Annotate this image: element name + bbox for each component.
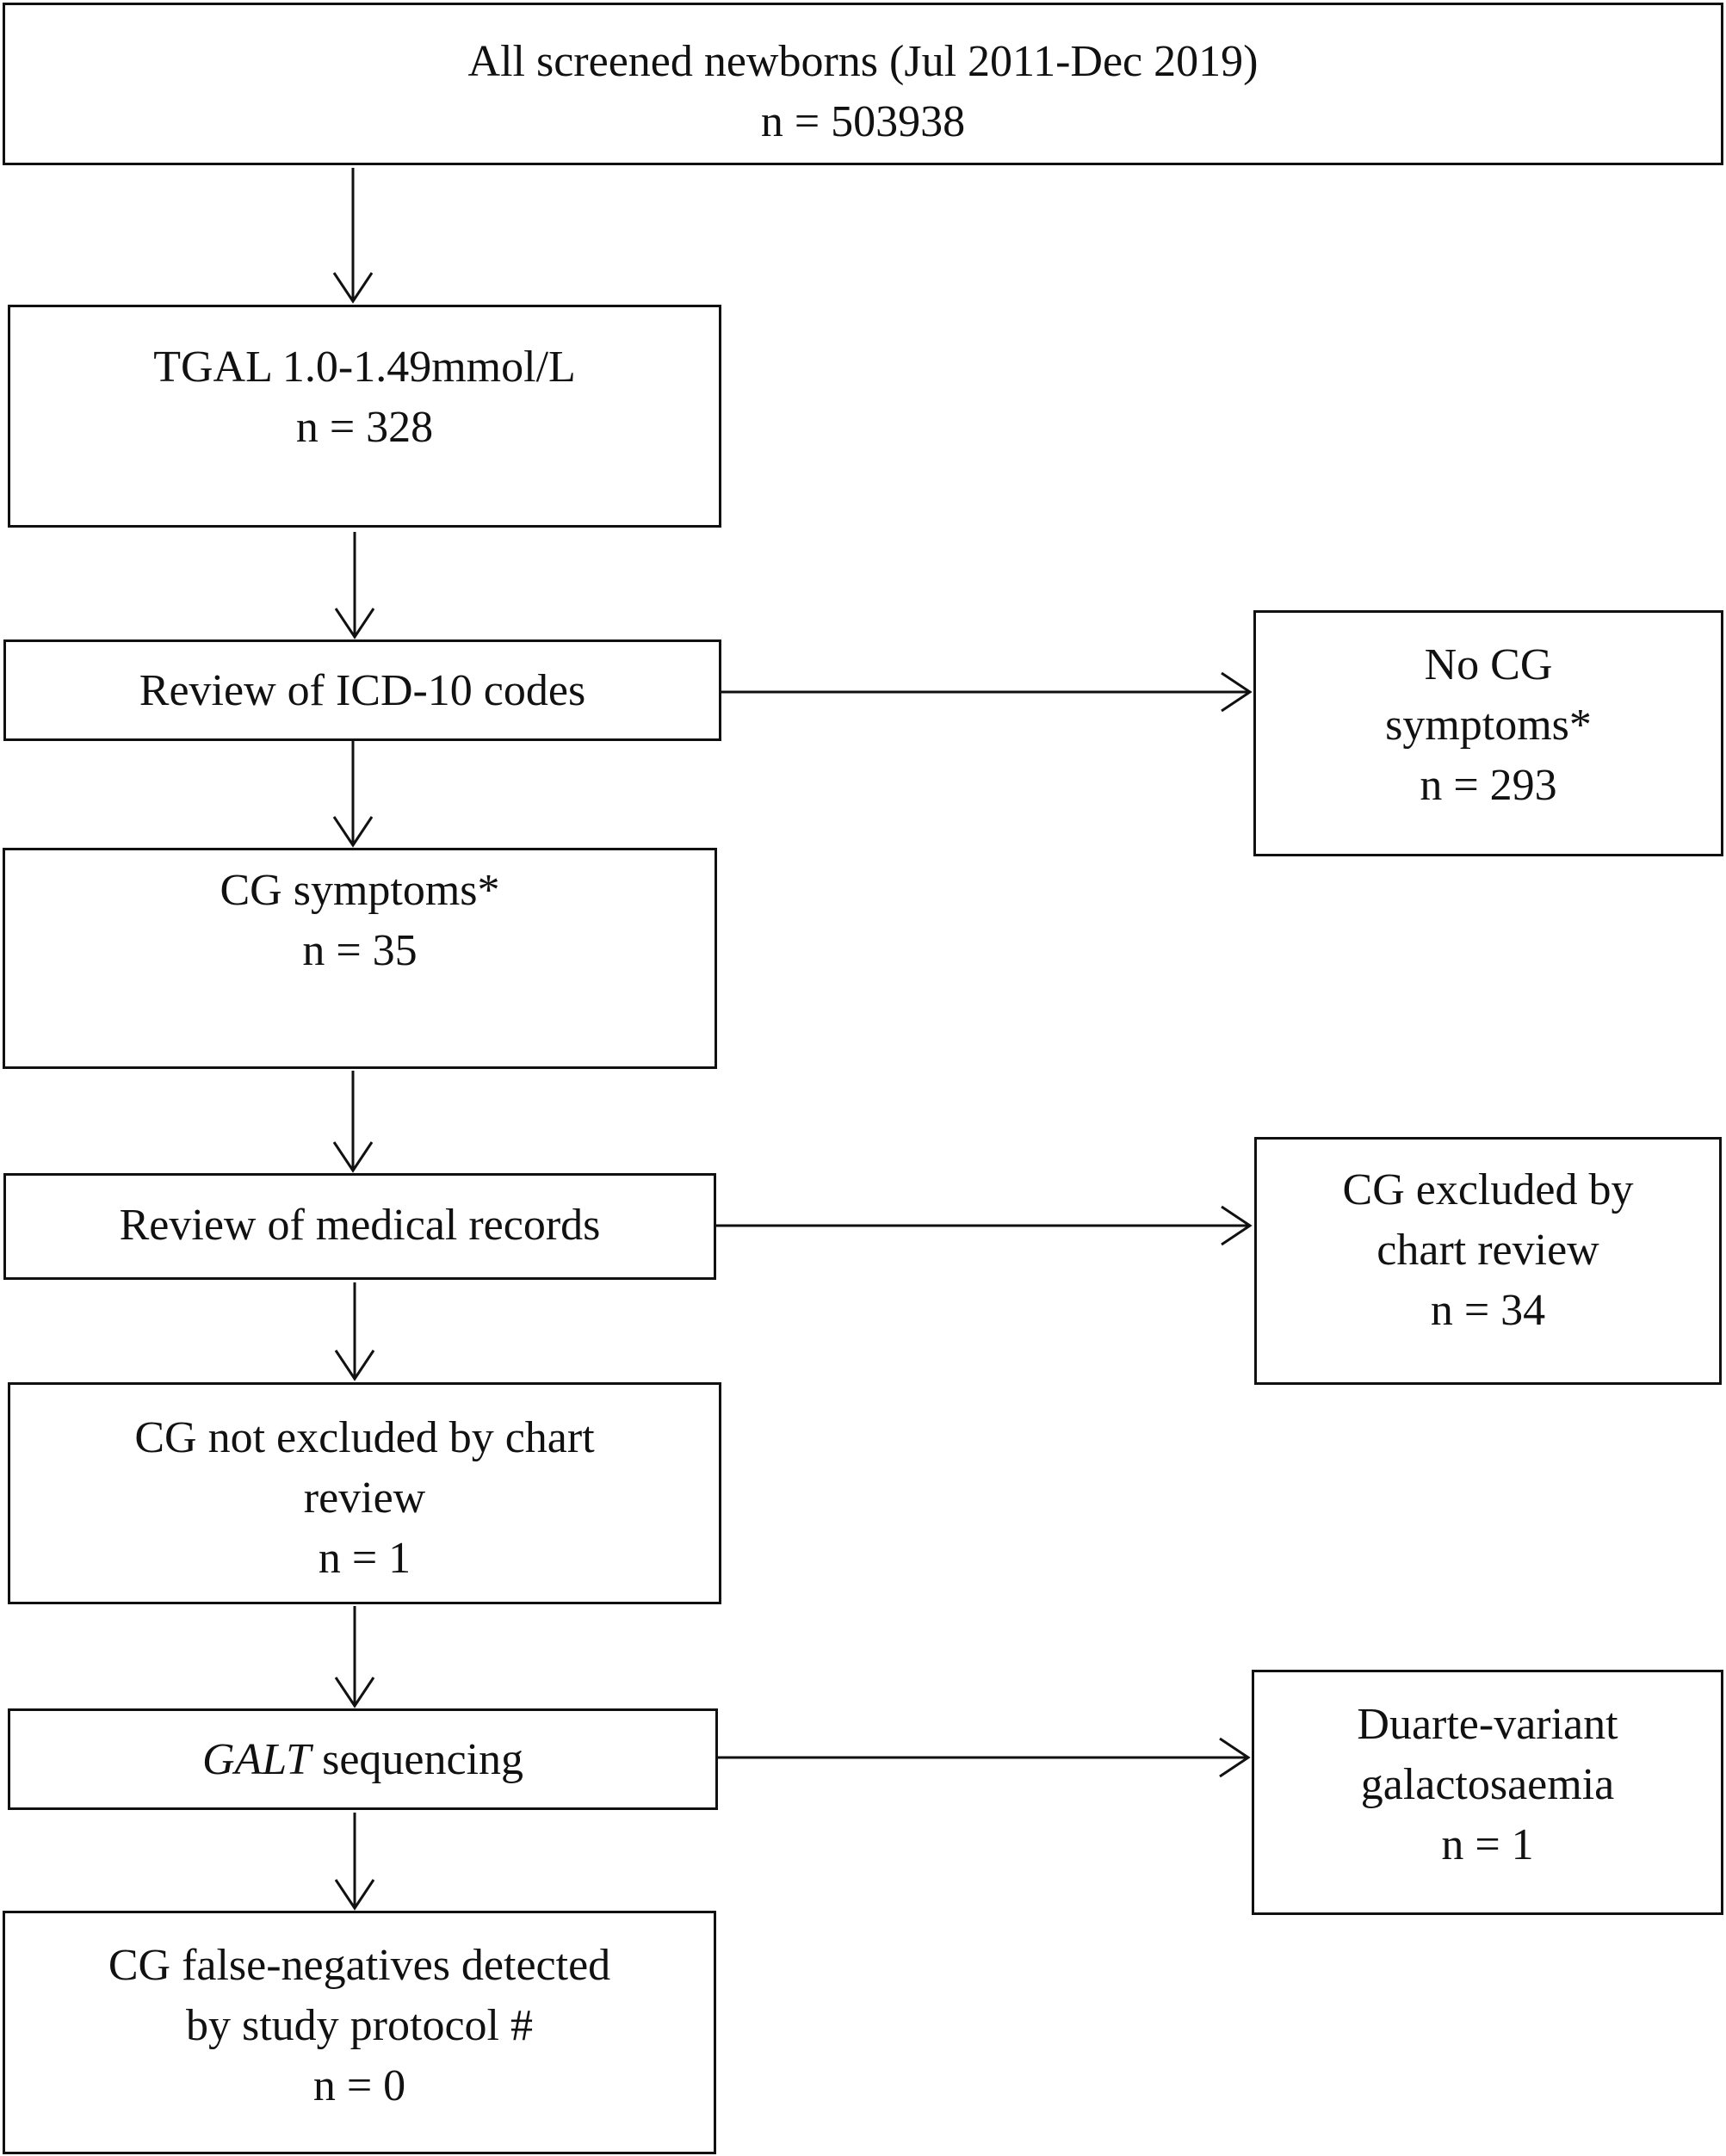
node-text: CG not excluded by chart (134, 1413, 595, 1462)
node-tgal: TGAL 1.0-1.49mmol/L n = 328 (8, 305, 721, 528)
node-text: CG false-negatives detected (108, 1941, 611, 1990)
node-text: review (303, 1473, 426, 1523)
arrow-icd-to-cg-symptoms (332, 741, 374, 848)
arrow-galt-to-duarte (718, 1737, 1251, 1778)
node-count: n = 503938 (760, 97, 966, 146)
node-text: Review of ICD-10 codes (139, 666, 586, 715)
node-text: TGAL 1.0-1.49mmol/L (153, 343, 576, 392)
node-count: n = 293 (1420, 761, 1557, 810)
node-all-screened: All screened newborns (Jul 2011-Dec 2019… (3, 3, 1723, 165)
node-count: n = 34 (1430, 1286, 1546, 1335)
node-count: n = 1 (318, 1534, 411, 1583)
node-text: All screened newborns (Jul 2011-Dec 2019… (467, 37, 1259, 86)
node-galt-sequencing: GALT sequencing (8, 1708, 718, 1810)
node-text: CG symptoms* (220, 866, 500, 915)
arrow-icd-to-no-cg (721, 671, 1253, 713)
node-count: n = 328 (295, 403, 434, 452)
arrow-medical-to-excluded (716, 1205, 1253, 1246)
arrow-galt-to-false-neg (334, 1813, 375, 1911)
node-text: GALT sequencing (202, 1730, 523, 1790)
node-text: by study protocol # (186, 2001, 533, 2050)
node-review-icd: Review of ICD-10 codes (3, 639, 721, 741)
node-text: symptoms* (1385, 701, 1592, 750)
node-no-cg-symptoms: No CG symptoms* n = 293 (1253, 610, 1723, 856)
node-count: n = 0 (312, 2061, 406, 2110)
arrow-all-to-tgal (332, 168, 374, 304)
arrow-cg-symptoms-to-medical (332, 1071, 374, 1173)
node-false-negatives: CG false-negatives detected by study pro… (3, 1911, 716, 2154)
node-text: chart review (1376, 1226, 1599, 1275)
node-text: No CG (1424, 640, 1553, 689)
node-count: n = 35 (302, 926, 418, 975)
arrow-medical-to-not-excluded (334, 1282, 375, 1381)
node-review-medical: Review of medical records (3, 1173, 716, 1280)
arrow-not-excluded-to-galt (334, 1606, 375, 1708)
arrow-tgal-to-icd (334, 532, 375, 639)
node-duarte-variant: Duarte-variant galactosaemia n = 1 (1252, 1670, 1723, 1915)
node-cg-excluded: CG excluded by chart review n = 34 (1254, 1137, 1722, 1385)
node-cg-not-excluded: CG not excluded by chart review n = 1 (8, 1382, 721, 1604)
node-text: Review of medical records (119, 1201, 601, 1250)
gene-name: GALT (201, 1735, 312, 1784)
node-text: CG excluded by (1342, 1165, 1634, 1214)
node-cg-symptoms: CG symptoms* n = 35 (3, 848, 717, 1069)
node-text-rest: sequencing (311, 1735, 524, 1784)
node-count: n = 1 (1441, 1820, 1534, 1869)
node-text: Duarte-variant (1357, 1700, 1618, 1749)
node-text: galactosaemia (1360, 1760, 1615, 1809)
